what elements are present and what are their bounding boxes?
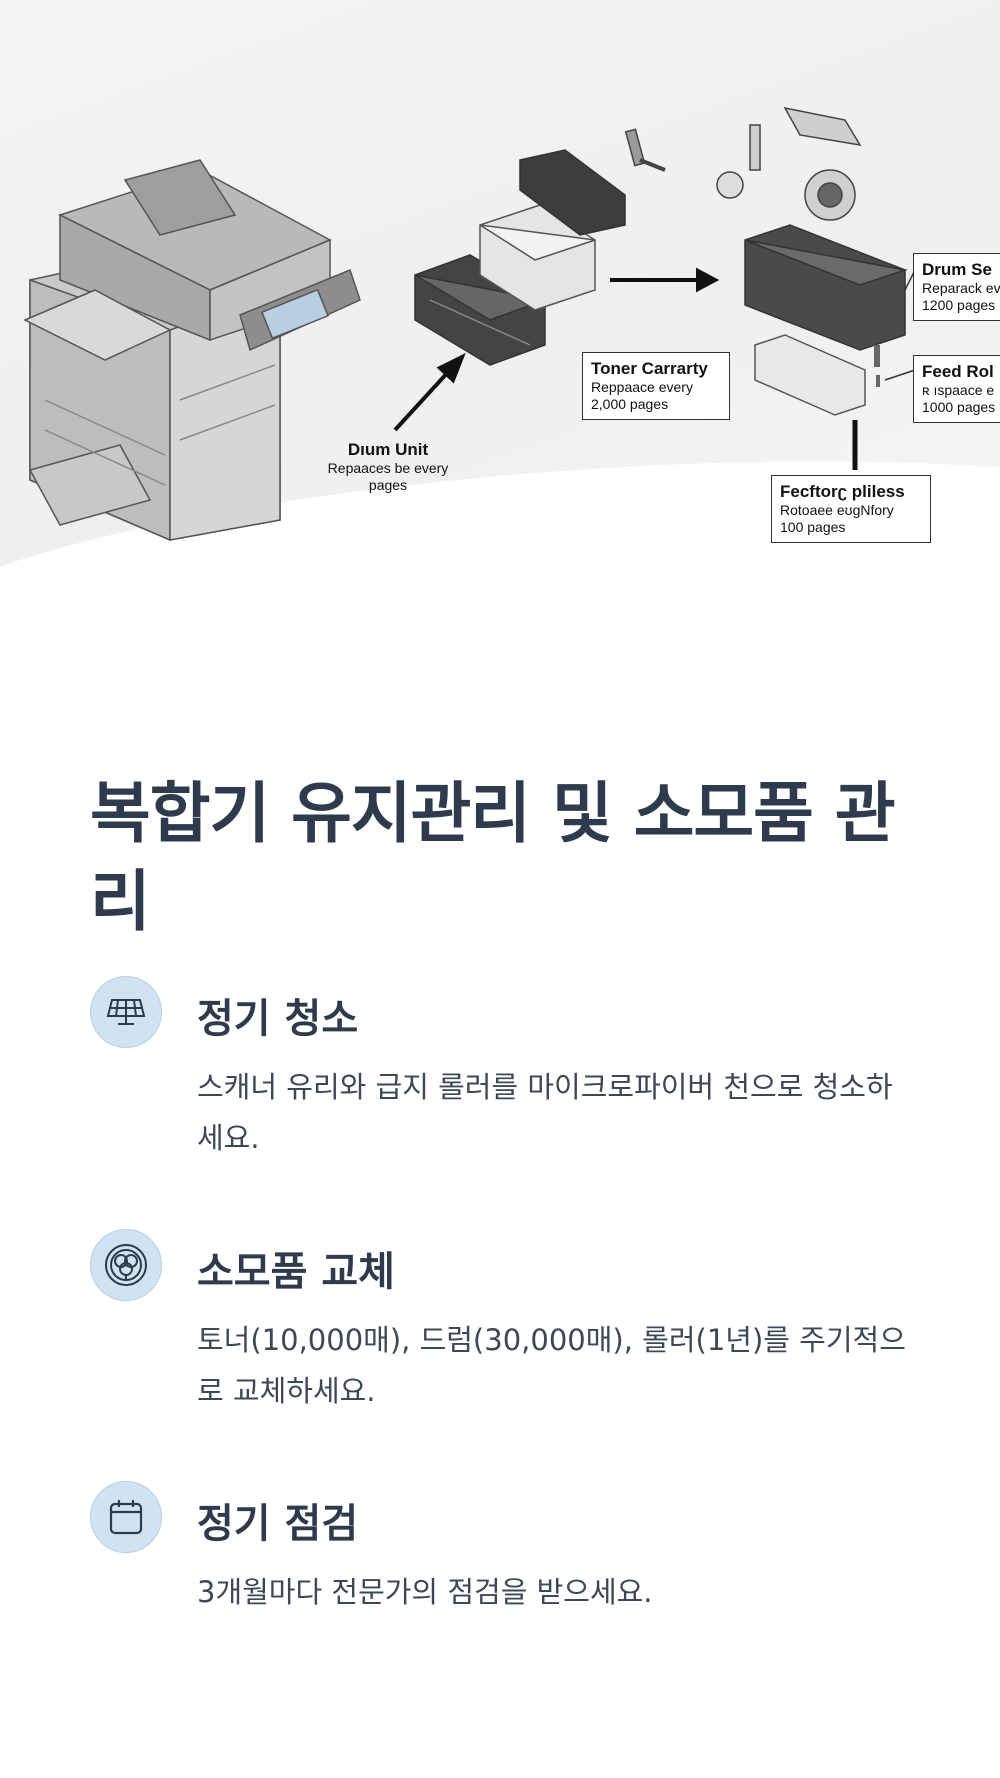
- calendar-icon: [90, 1481, 162, 1553]
- toner-title: Toner Carrarty: [591, 359, 708, 378]
- drum-set-line1: Reparack ev: [922, 280, 1000, 297]
- fuser-part: [754, 334, 866, 416]
- drum-set-line2: 1200 pages: [922, 297, 996, 314]
- toner-line1: Reppaace every: [591, 379, 693, 396]
- printer-parts-diagram: [23, 106, 916, 542]
- item-title: 정기 청소: [197, 996, 359, 1042]
- drum-unit-label: Dıum Unit Repaaces be every pages: [318, 440, 458, 494]
- feed-roller-title: Feed Rol: [922, 362, 994, 381]
- recycle-flower-icon: [90, 1229, 162, 1301]
- fuser-title: Fecftorʗ pliless: [780, 482, 905, 501]
- drum-unit-line2: pages: [368, 477, 408, 494]
- toner-label: Toner Carrarty Reppaace every 2,000 page…: [582, 352, 730, 420]
- drum-set-label: Drum Se Reparack ev 1200 pages: [913, 253, 1000, 321]
- drum-set-title: Drum Se: [922, 260, 992, 279]
- hero-illustration: Dıum Unit Repaaces be every pages Toner …: [0, 0, 1000, 630]
- solar-panel-icon: [90, 976, 162, 1048]
- item-description: 3개월마다 전문가의 점검을 받으세요.: [197, 1575, 653, 1609]
- item-title: 소모품 교체: [197, 1249, 395, 1295]
- drum-set-part: [744, 224, 908, 351]
- small-parts: [624, 106, 862, 221]
- feed-roller-line2: 1000 pages: [922, 399, 996, 416]
- drum-unit-line1: Repaaces be every: [327, 460, 449, 477]
- cartridge-part-top: [519, 149, 626, 236]
- feed-roller-line1: ʀ ıspaace e: [922, 382, 995, 399]
- multifunction-printer: [23, 159, 361, 542]
- item-description: 토너(10,000매), 드럼(30,000매), 롤러(1년)를 주기적으로 …: [197, 1323, 906, 1408]
- arrows: [393, 267, 858, 470]
- fuser-line1: Rotoaee eʊgNfory: [780, 502, 894, 519]
- page-title: 복합기 유지관리 및 소모품 관리: [90, 775, 896, 940]
- drum-unit-title: Dıum Unit: [347, 440, 429, 459]
- item-title: 정기 점검: [197, 1501, 359, 1547]
- toner-cartridge-part: [479, 204, 596, 311]
- fuser-label: Fecftorʗ pliless Rotoaee eʊgNfory 100 pa…: [771, 475, 931, 543]
- item-description: 스캐너 유리와 급지 롤러를 마이크로파이버 천으로 청소하세요.: [197, 1070, 893, 1155]
- toner-line2: 2,000 pages: [591, 396, 669, 413]
- feed-roller-label: Feed Rol ʀ ıspaace e 1000 pages: [913, 355, 1000, 423]
- fuser-line2: 100 pages: [780, 519, 846, 536]
